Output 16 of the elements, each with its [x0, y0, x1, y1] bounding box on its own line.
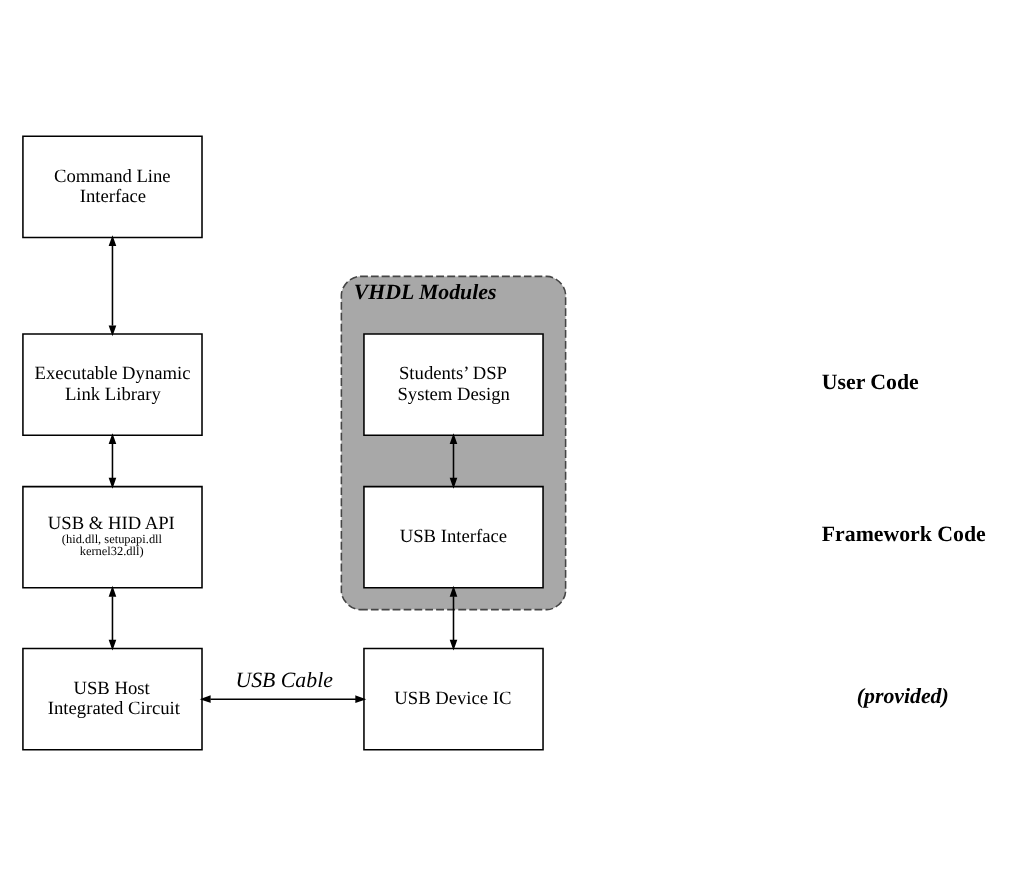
arrow: [108, 234, 117, 336]
node-box: USB Interface: [363, 484, 544, 588]
node-box: Students’ DSP System Design: [363, 332, 544, 435]
node-box: USB Host Integrated Circuit: [22, 646, 203, 750]
arrow: [449, 584, 458, 650]
label: (provided): [856, 684, 949, 709]
node-box: USB Device IC: [363, 646, 544, 750]
label: Framework Code: [821, 522, 986, 547]
arrow: [199, 694, 367, 702]
arrow: [108, 584, 117, 650]
node-box: Executable Dynamic Link Library: [22, 332, 203, 435]
arrow: [108, 432, 117, 488]
arrow: [449, 432, 458, 488]
edge-label: USB Cable: [235, 668, 333, 693]
label: User Code: [821, 369, 919, 394]
node-box: Command Line Interface: [22, 134, 203, 238]
